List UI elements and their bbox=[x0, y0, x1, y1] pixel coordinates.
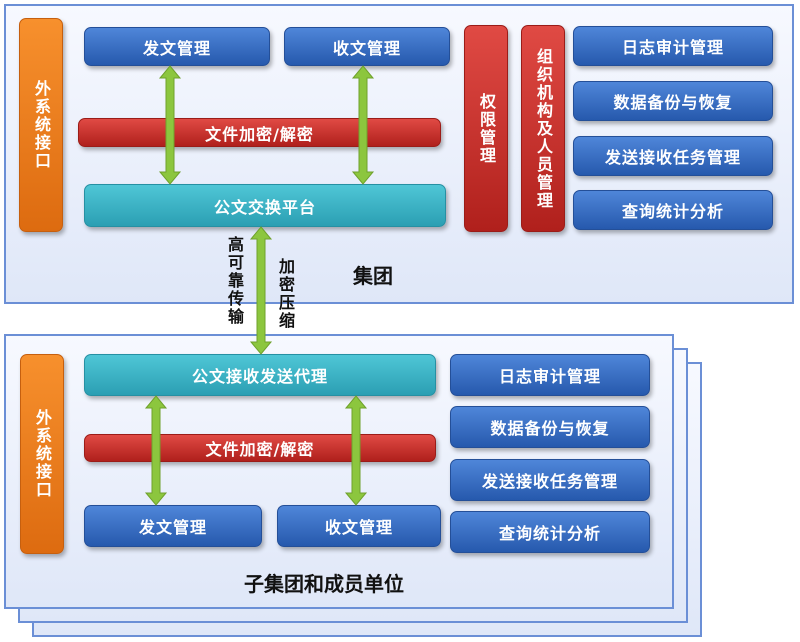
group-permission-button[interactable]: 权限管理 bbox=[464, 25, 508, 232]
group-log-audit-button[interactable]: 日志审计管理 bbox=[573, 26, 773, 66]
group-query-stats-button[interactable]: 查询统计分析 bbox=[573, 190, 773, 230]
subgroup-log-audit-button[interactable]: 日志审计管理 bbox=[450, 354, 650, 396]
subgroup-send-receive-task-button[interactable]: 发送接收任务管理 bbox=[450, 459, 650, 501]
group-encrypt-bar[interactable]: 文件加密/解密 bbox=[78, 118, 441, 147]
subgroup-receive-doc-button[interactable]: 收文管理 bbox=[277, 505, 441, 547]
subgroup-external-interface[interactable]: 外系统接口 bbox=[20, 354, 64, 554]
group-receive-doc-button[interactable]: 收文管理 bbox=[284, 27, 450, 66]
encrypt-compress-label: 加密压缩 bbox=[276, 258, 295, 330]
group-receive-arrow bbox=[351, 65, 375, 185]
group-org-personnel-button[interactable]: 组织机构及人员管理 bbox=[521, 25, 565, 232]
group-send-doc-button[interactable]: 发文管理 bbox=[84, 27, 270, 66]
subgroup-send-arrow bbox=[144, 395, 168, 506]
subgroup-encrypt-bar[interactable]: 文件加密/解密 bbox=[84, 434, 436, 462]
group-backup-restore-button[interactable]: 数据备份与恢复 bbox=[573, 81, 773, 121]
group-label: 集团 bbox=[353, 264, 393, 288]
group-external-interface[interactable]: 外系统接口 bbox=[19, 18, 63, 232]
subgroup-query-stats-button[interactable]: 查询统计分析 bbox=[450, 511, 650, 553]
transfer-arrow bbox=[249, 226, 273, 355]
group-exchange-platform[interactable]: 公文交换平台 bbox=[84, 184, 446, 227]
reliable-transfer-label: 高可靠传输 bbox=[225, 236, 244, 326]
subgroup-label: 子集团和成员单位 bbox=[244, 572, 404, 596]
group-send-receive-task-button[interactable]: 发送接收任务管理 bbox=[573, 136, 773, 176]
group-send-arrow bbox=[158, 65, 182, 185]
subgroup-receive-arrow bbox=[344, 395, 368, 506]
subgroup-proxy[interactable]: 公文接收发送代理 bbox=[84, 354, 436, 396]
subgroup-backup-restore-button[interactable]: 数据备份与恢复 bbox=[450, 406, 650, 448]
subgroup-send-doc-button[interactable]: 发文管理 bbox=[84, 505, 262, 547]
